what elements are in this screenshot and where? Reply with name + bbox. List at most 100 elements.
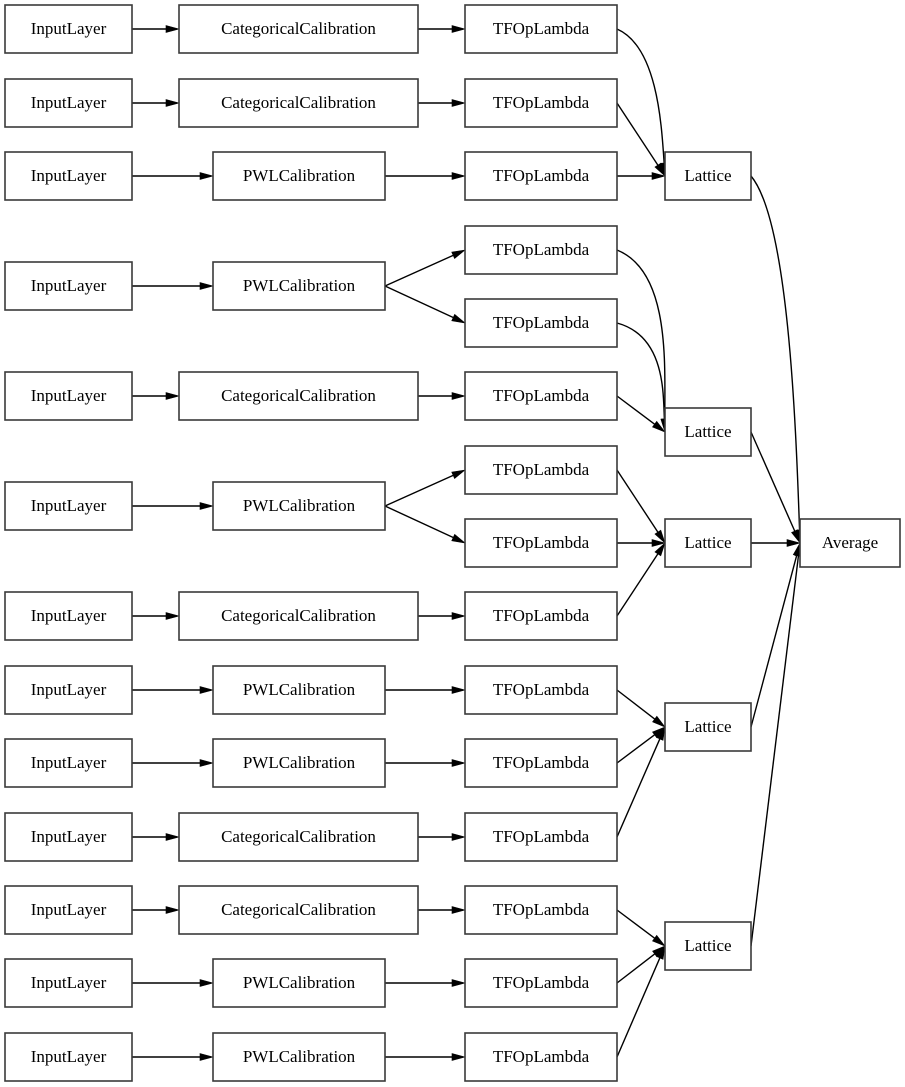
node-box-lam5[interactable] (464, 298, 618, 348)
node-box-lat2[interactable] (664, 407, 752, 457)
node-lam12[interactable]: TFOpLambda (464, 812, 618, 862)
node-box-lam3[interactable] (464, 151, 618, 201)
node-box-cal6[interactable] (212, 481, 386, 531)
node-box-in1[interactable] (4, 4, 133, 54)
node-lat5[interactable]: Lattice (664, 921, 752, 971)
node-lam7[interactable]: TFOpLambda (464, 445, 618, 495)
node-box-lam9[interactable] (464, 591, 618, 641)
node-lam6[interactable]: TFOpLambda (464, 371, 618, 421)
node-lat1[interactable]: Lattice (664, 151, 752, 201)
node-in2[interactable]: InputLayer (4, 78, 133, 128)
node-box-cal2[interactable] (178, 78, 419, 128)
node-box-lat5[interactable] (664, 921, 752, 971)
node-lam9[interactable]: TFOpLambda (464, 591, 618, 641)
node-box-cal12[interactable] (212, 958, 386, 1008)
node-cal6[interactable]: PWLCalibration (212, 481, 386, 531)
node-in1[interactable]: InputLayer (4, 4, 133, 54)
node-in4[interactable]: InputLayer (4, 261, 133, 311)
node-box-avg[interactable] (799, 518, 901, 568)
node-lam4[interactable]: TFOpLambda (464, 225, 618, 275)
node-lam15[interactable]: TFOpLambda (464, 1032, 618, 1082)
node-lat4[interactable]: Lattice (664, 702, 752, 752)
node-box-cal4[interactable] (212, 261, 386, 311)
node-in6[interactable]: InputLayer (4, 481, 133, 531)
node-in12[interactable]: InputLayer (4, 958, 133, 1008)
node-box-in12[interactable] (4, 958, 133, 1008)
node-box-lam10[interactable] (464, 665, 618, 715)
node-lam1[interactable]: TFOpLambda (464, 4, 618, 54)
node-box-cal11[interactable] (178, 885, 419, 935)
node-box-lam14[interactable] (464, 958, 618, 1008)
edge-cal13-to-lam15 (385, 1053, 467, 1061)
node-cal3[interactable]: PWLCalibration (212, 151, 386, 201)
edge-cal6-to-lam7 (384, 469, 467, 507)
node-box-in9[interactable] (4, 738, 133, 788)
edge-cal12-to-lam14 (385, 979, 467, 987)
node-lam2[interactable]: TFOpLambda (464, 78, 618, 128)
node-box-cal1[interactable] (178, 4, 419, 54)
node-box-lat1[interactable] (664, 151, 752, 201)
edge-lam4-to-lat2 (616, 249, 669, 434)
node-box-lam7[interactable] (464, 445, 618, 495)
node-lam5[interactable]: TFOpLambda (464, 298, 618, 348)
node-cal5[interactable]: CategoricalCalibration (178, 371, 419, 421)
node-lam3[interactable]: TFOpLambda (464, 151, 618, 201)
node-cal8[interactable]: PWLCalibration (212, 665, 386, 715)
node-box-lam11[interactable] (464, 738, 618, 788)
node-box-cal8[interactable] (212, 665, 386, 715)
node-box-lam15[interactable] (464, 1032, 618, 1082)
node-in13[interactable]: InputLayer (4, 1032, 133, 1082)
node-box-cal3[interactable] (212, 151, 386, 201)
edge-in5-to-cal5 (132, 392, 181, 400)
node-cal10[interactable]: CategoricalCalibration (178, 812, 419, 862)
node-in7[interactable]: InputLayer (4, 591, 133, 641)
node-box-in10[interactable] (4, 812, 133, 862)
node-box-cal9[interactable] (212, 738, 386, 788)
node-cal11[interactable]: CategoricalCalibration (178, 885, 419, 935)
node-lam14[interactable]: TFOpLambda (464, 958, 618, 1008)
node-cal4[interactable]: PWLCalibration (212, 261, 386, 311)
node-lam13[interactable]: TFOpLambda (464, 885, 618, 935)
node-box-lam6[interactable] (464, 371, 618, 421)
node-cal2[interactable]: CategoricalCalibration (178, 78, 419, 128)
node-box-cal13[interactable] (212, 1032, 386, 1082)
node-box-in2[interactable] (4, 78, 133, 128)
node-box-cal10[interactable] (178, 812, 419, 862)
node-in8[interactable]: InputLayer (4, 665, 133, 715)
node-in5[interactable]: InputLayer (4, 371, 133, 421)
node-box-lam4[interactable] (464, 225, 618, 275)
node-box-in13[interactable] (4, 1032, 133, 1082)
node-box-lam13[interactable] (464, 885, 618, 935)
node-lam10[interactable]: TFOpLambda (464, 665, 618, 715)
node-lat2[interactable]: Lattice (664, 407, 752, 457)
node-lam8[interactable]: TFOpLambda (464, 518, 618, 568)
edge-lat5-to-avg (750, 541, 803, 947)
node-cal1[interactable]: CategoricalCalibration (178, 4, 419, 54)
node-box-cal5[interactable] (178, 371, 419, 421)
node-box-lat3[interactable] (664, 518, 752, 568)
node-in10[interactable]: InputLayer (4, 812, 133, 862)
node-lam11[interactable]: TFOpLambda (464, 738, 618, 788)
node-box-in3[interactable] (4, 151, 133, 201)
node-box-in11[interactable] (4, 885, 133, 935)
node-box-in6[interactable] (4, 481, 133, 531)
node-cal7[interactable]: CategoricalCalibration (178, 591, 419, 641)
node-box-lat4[interactable] (664, 702, 752, 752)
node-box-lam12[interactable] (464, 812, 618, 862)
node-box-cal7[interactable] (178, 591, 419, 641)
node-box-in5[interactable] (4, 371, 133, 421)
node-lat3[interactable]: Lattice (664, 518, 752, 568)
node-box-in4[interactable] (4, 261, 133, 311)
node-box-lam1[interactable] (464, 4, 618, 54)
node-avg[interactable]: Average (799, 518, 901, 568)
node-box-lam2[interactable] (464, 78, 618, 128)
node-box-in8[interactable] (4, 665, 133, 715)
node-box-lam8[interactable] (464, 518, 618, 568)
node-cal13[interactable]: PWLCalibration (212, 1032, 386, 1082)
node-cal12[interactable]: PWLCalibration (212, 958, 386, 1008)
node-cal9[interactable]: PWLCalibration (212, 738, 386, 788)
node-in9[interactable]: InputLayer (4, 738, 133, 788)
node-in3[interactable]: InputLayer (4, 151, 133, 201)
node-in11[interactable]: InputLayer (4, 885, 133, 935)
node-box-in7[interactable] (4, 591, 133, 641)
